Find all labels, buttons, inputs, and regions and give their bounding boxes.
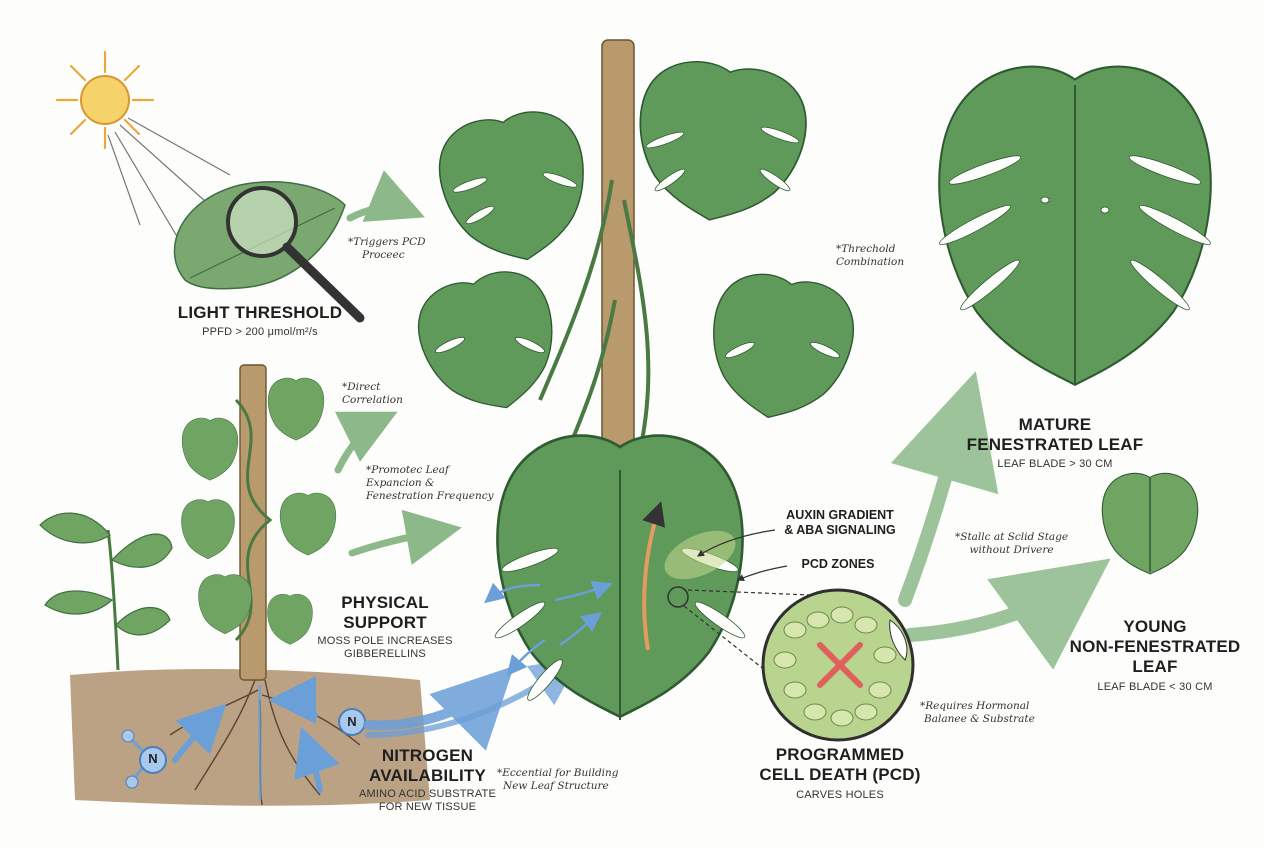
arrow-light-to-plant — [346, 170, 425, 222]
arrow-support-to-leaf — [348, 509, 462, 565]
nitrogen-sub: AMINO ACID SUBSTRATE FOR NEW TISSUE — [345, 788, 510, 814]
arrow-direct-correlation — [334, 411, 398, 474]
nitrogen-title: NITROGEN AVAILABILITY — [355, 746, 500, 786]
note-threshold-combination: *Threchold Combination — [836, 243, 904, 269]
note-requires-line1: *Requires Hormonal — [920, 700, 1030, 712]
nitrogen-title-line1: NITROGEN — [381, 746, 474, 765]
pcd-cell-magnified — [761, 588, 915, 742]
note-triggers-line1: *Triggers PCD — [348, 236, 426, 248]
note-requires-line2: Balanee & Substrate — [924, 713, 1035, 725]
young-leaf-title-line3: LEAF — [1132, 657, 1178, 676]
young-non-fenestrated-leaf — [1101, 472, 1199, 575]
auxin-arrow — [642, 501, 666, 651]
note-direct-correlation: *Direct Correlation — [342, 381, 403, 407]
note-triggers-line2: Proceec — [362, 249, 405, 261]
nitrogen-title-line2: AVAILABILITY — [369, 766, 486, 785]
pcd-title-line1: PROGRAMMED — [775, 745, 905, 764]
light-rays — [107, 117, 231, 251]
note-promotes-line3: Fenestration Frequency — [366, 490, 494, 502]
physical-support-sub: MOSS POLE INCREASES GIBBERELLINS — [300, 635, 470, 661]
note-promotes-line1: *Promotec Leaf — [366, 464, 449, 476]
light-threshold-sub: PPFD > 200 μmol/m²/s — [202, 326, 318, 338]
physical-support-title: PHYSICAL SUPPORT — [310, 593, 460, 633]
note-essential: *Eccential for Building New Leaf Structu… — [497, 767, 619, 793]
note-promotes-line2: Expancion & — [366, 477, 435, 489]
physical-support-sub-line2: GIBBERELLINS — [344, 648, 426, 660]
arrow-nitrogen-up-1 — [172, 703, 227, 763]
sun-icon — [55, 50, 155, 150]
arrow-to-young-leaf — [903, 558, 1111, 670]
pcd-title: PROGRAMMED CELL DEATH (PCD) — [745, 745, 935, 785]
note-direct-line1: *Direct — [342, 381, 381, 393]
nitrogen-molecule-icon — [121, 729, 167, 789]
mature-fenestrated-leaf — [938, 65, 1212, 386]
note-requires-balance: *Requires Hormonal Balanee & Substrate — [920, 700, 1035, 726]
mature-leaf-title-line1: MATURE — [1018, 415, 1092, 434]
moss-pole-small — [234, 364, 273, 681]
arrow-to-mature-leaf — [890, 371, 999, 607]
arrow-nitrogen-root — [268, 676, 318, 725]
note-essential-line1: *Eccential for Building — [497, 767, 619, 779]
mature-leaf-sub: LEAF BLADE > 30 CM — [997, 458, 1113, 470]
physical-support-title-line2: SUPPORT — [343, 613, 427, 632]
young-leaf-sub: LEAF BLADE < 30 CM — [1097, 681, 1213, 693]
physical-support-title-line1: PHYSICAL — [341, 593, 429, 612]
note-threshold-line2: Combination — [836, 256, 905, 268]
arrow-nitrogen-to-leaf — [363, 665, 515, 751]
arrow-nitrogen-up-2 — [294, 726, 340, 793]
note-direct-line2: Correlation — [342, 394, 403, 406]
note-promotes-expansion: *Promotec Leaf Expancion & Fenestration … — [366, 464, 494, 503]
auxin-label-line1: AUXIN GRADIENT — [786, 508, 894, 522]
note-threshold-line1: *Threchold — [836, 243, 896, 255]
young-leaf-title-line1: YOUNG — [1123, 617, 1187, 636]
mature-leaf-title: MATURE FENESTRATED LEAF — [955, 415, 1155, 455]
auxin-label: AUXIN GRADIENT & ABA SIGNALING — [770, 508, 910, 538]
nitrogen-symbol-2: N — [347, 714, 357, 729]
magnifier-icon — [226, 186, 365, 323]
nitrogen-symbol-1: N — [148, 751, 158, 766]
pcd-focus-circle — [667, 586, 689, 608]
physical-support-sub-line1: MOSS POLE INCREASES — [317, 635, 453, 647]
young-leaf-title-line2: NON-FENESTRATED — [1069, 637, 1241, 656]
leader-auxin — [696, 529, 776, 557]
note-triggers-pcd: *Triggers PCD Proceec — [348, 236, 426, 262]
pcd-sub: CARVES HOLES — [796, 789, 884, 801]
auxin-label-line2: & ABA SIGNALING — [784, 523, 896, 537]
note-stalls-line1: *Stallc at Sclid Stage — [955, 531, 1069, 543]
leader-pcd-zones — [736, 565, 788, 581]
light-threshold-title: LIGHT THRESHOLD — [177, 303, 343, 322]
pcd-zones-label: PCD ZONES — [801, 557, 875, 571]
note-stalls-line2: without Drivere — [969, 544, 1054, 556]
note-stalls: *Stallc at Sclid Stage without Drivere — [955, 531, 1068, 557]
young-leaf-title: YOUNG NON-FENESTRATED LEAF — [1065, 617, 1245, 677]
nitrogen-sub-line2: FOR NEW TISSUE — [378, 801, 477, 813]
pcd-title-line2: CELL DEATH (PCD) — [759, 765, 921, 784]
nitrogen-sub-line1: AMINO ACID SUBSTRATE — [358, 788, 497, 800]
hormone-flow-arrows — [484, 581, 613, 676]
note-essential-line2: New Leaf Structure — [503, 780, 609, 792]
young-plant-left — [39, 512, 173, 671]
mature-leaf-title-line2: FENESTRATED LEAF — [966, 435, 1144, 454]
